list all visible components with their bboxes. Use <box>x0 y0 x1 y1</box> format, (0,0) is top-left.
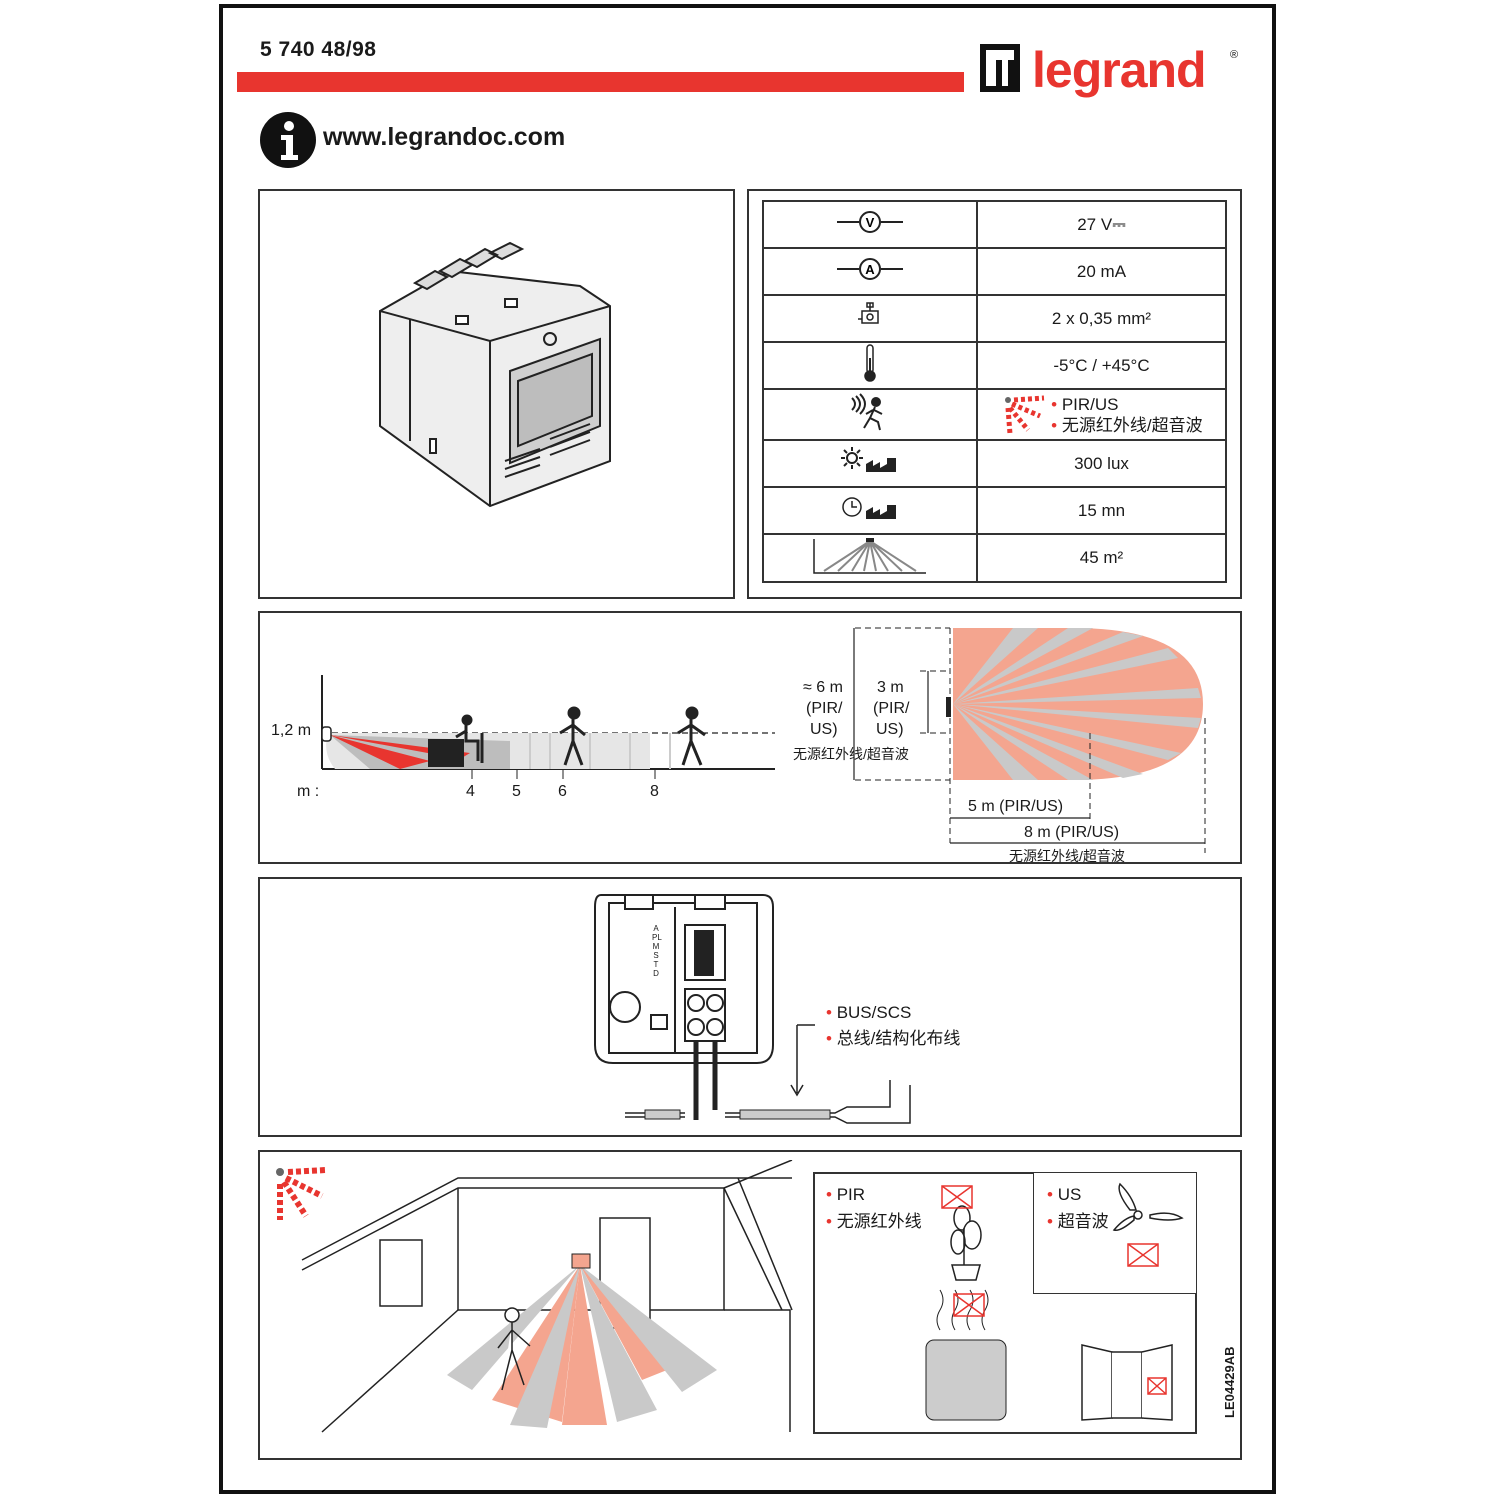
width-6m-label: ≈ 6 m <box>803 679 843 696</box>
pir-cn-label: • 无源红外线 <box>826 1212 922 1231</box>
spec-row-voltage: V 27 V⎓ <box>762 200 1227 249</box>
tick-6: 6 <box>558 783 567 800</box>
spec-row-temperature: -5°C / +45°C <box>762 341 1227 390</box>
spec-value-lux: 300 lux <box>976 439 1227 488</box>
no-interference-markers <box>941 1185 1167 1395</box>
product-reference: 5 740 48/98 <box>260 38 377 61</box>
room-installation-view <box>276 1160 793 1433</box>
window-door-icon <box>1081 1344 1173 1421</box>
fan-icon <box>1112 1182 1184 1232</box>
width-3m-label: 3 m <box>877 679 904 696</box>
bus-label: • BUS/SCS <box>826 1003 912 1022</box>
range-5m-label: 5 m (PIR/US) <box>968 798 1064 815</box>
info-icon <box>260 112 316 168</box>
spec-value-voltage: 27 V⎓ <box>976 200 1227 249</box>
pir-us-sensor-icon <box>1005 395 1045 434</box>
us-interference-panel <box>1033 1172 1197 1294</box>
detection-type-cn-label: 无源红外线/超音波 <box>1061 415 1203 435</box>
page-frame <box>219 4 1276 1494</box>
header-red-bar <box>237 72 964 92</box>
us-label: • US <box>1047 1185 1082 1204</box>
motion-detector-drawing <box>379 241 611 508</box>
voltage-icon: V <box>837 211 903 233</box>
tick-5: 5 <box>512 783 521 800</box>
spec-row-detection: • PIR/US • 无源红外线/超音波 <box>762 388 1227 441</box>
us-cn-label: • 超音波 <box>1047 1212 1109 1231</box>
website-link[interactable]: www.legrandoc.com <box>323 123 566 151</box>
spec-value-current: 20 mA <box>976 247 1227 296</box>
detection-person-icon <box>851 393 883 431</box>
legrand-logo-mark <box>980 44 1020 92</box>
range-side-view <box>321 627 1206 853</box>
product-image-panel <box>258 189 735 599</box>
axis-meters-label: m : <box>297 783 320 800</box>
range-8m-label: 8 m (PIR/US) <box>1024 824 1120 841</box>
spec-value-coverage: 45 m² <box>976 533 1227 583</box>
spec-row-timer: 15 mn <box>762 486 1227 535</box>
rear-terminal-diagram <box>594 894 911 1124</box>
coverage-area-icon <box>813 537 926 574</box>
specifications-table: V 27 V⎓ A 20 mA 2 x 0,35 mm² -5°C / +45°… <box>762 200 1227 583</box>
detection-type-label: PIR/US <box>1061 394 1119 414</box>
mounting-height-label: 1,2 m <box>271 722 312 739</box>
spec-value-temperature: -5°C / +45°C <box>976 341 1227 390</box>
width-3m-sub1: (PIR/ <box>873 700 910 717</box>
spec-value-timer: 15 mn <box>976 486 1227 535</box>
svg-text:A: A <box>865 262 875 277</box>
tick-8: 8 <box>650 783 659 800</box>
spec-row-lux: 300 lux <box>762 439 1227 488</box>
spec-value-wire: 2 x 0,35 mm² <box>976 294 1227 343</box>
pir-label: • PIR <box>826 1185 866 1204</box>
spec-row-wire: 2 x 0,35 mm² <box>762 294 1227 343</box>
thermometer-icon <box>864 344 876 382</box>
legrand-wordmark: legrand <box>1032 42 1206 98</box>
width-6m-sub2: US) <box>810 721 838 738</box>
svg-text:V: V <box>866 215 875 230</box>
registered-mark: ® <box>1230 49 1238 61</box>
legrand-logo: legrand ® <box>980 42 1238 98</box>
width-cn-label: 无源红外线/超音波 <box>793 746 909 762</box>
light-threshold-icon <box>841 447 896 472</box>
radiator-icon <box>925 1289 1007 1421</box>
timer-icon <box>842 497 896 519</box>
spec-row-coverage: 45 m² <box>762 533 1227 583</box>
range-cn-label: 无源红外线/超音波 <box>1009 848 1125 864</box>
bus-cn-label: • 总线/结构化布线 <box>826 1029 961 1048</box>
terminal-letters: A PL M S T D <box>652 924 662 978</box>
document-code: LE04429AB <box>1222 1346 1237 1418</box>
width-6m-sub1: (PIR/ <box>806 700 843 717</box>
wire-section-icon <box>858 302 879 324</box>
width-3m-sub2: US) <box>876 721 904 738</box>
spec-value-detection: • PIR/US • 无源红外线/超音波 <box>1051 394 1203 435</box>
current-icon: A <box>837 258 903 280</box>
tick-4: 4 <box>466 783 475 800</box>
interference-sources <box>925 1182 1184 1421</box>
spec-row-current: A 20 mA <box>762 247 1227 296</box>
plant-icon <box>950 1205 982 1281</box>
